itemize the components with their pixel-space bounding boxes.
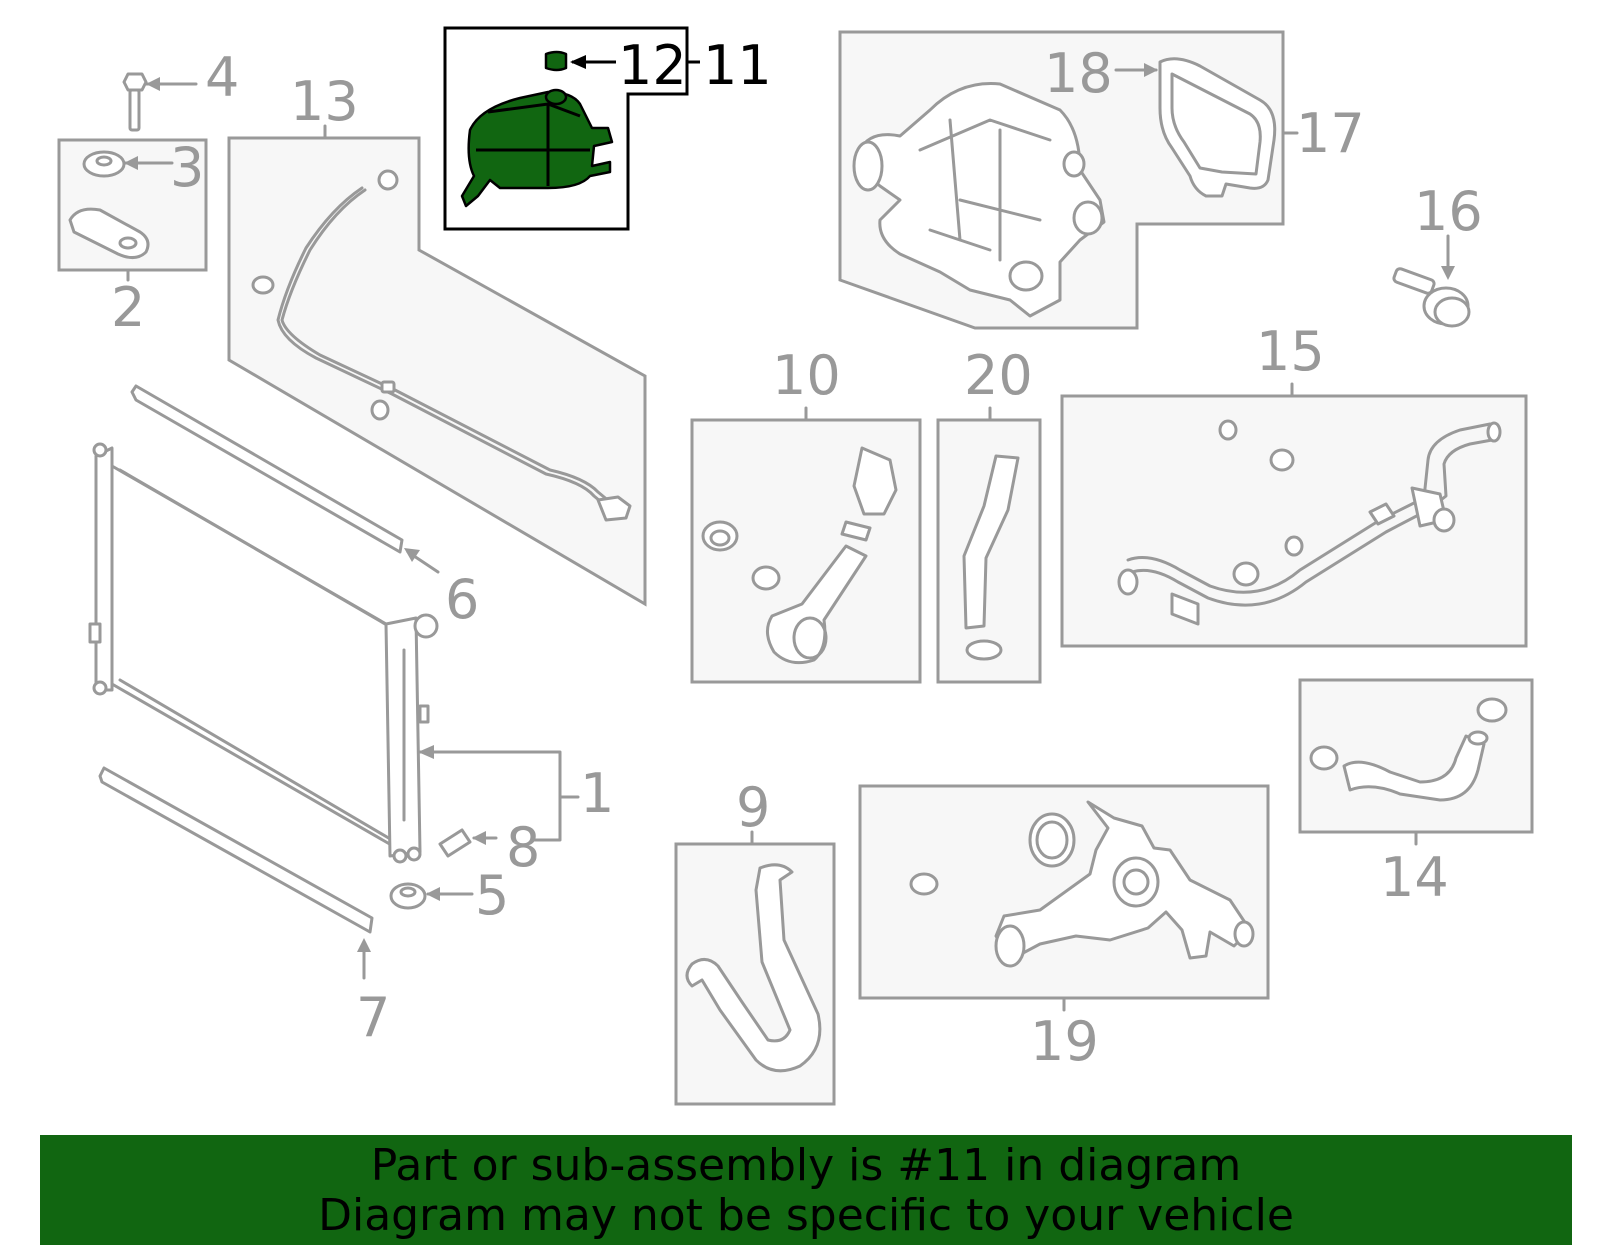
- part-group-14: [1298, 678, 1534, 846]
- info-banner: Part or sub-assembly is #11 in diagram D…: [40, 1135, 1572, 1245]
- callout-labels: 1 2 3 4 5 6 7 8 9 10 11 12 13 14 15 16 1…: [111, 34, 1483, 1073]
- callout-11: 11: [703, 34, 772, 97]
- callout-14: 14: [1380, 846, 1449, 909]
- part-group-11-12-highlighted: [443, 26, 700, 231]
- callout-3: 3: [170, 136, 204, 199]
- part-8-plug: [438, 828, 498, 858]
- part-group-17-18: [838, 30, 1299, 330]
- callout-2: 2: [111, 276, 145, 339]
- callout-20: 20: [964, 344, 1033, 407]
- part-4-bolt: [122, 72, 198, 132]
- callout-18: 18: [1044, 42, 1113, 105]
- part-group-10: [690, 406, 922, 684]
- part-7-strip: [98, 766, 374, 980]
- callout-10: 10: [772, 344, 841, 407]
- callout-1: 1: [580, 762, 614, 825]
- part-16-bolt: [1392, 234, 1471, 328]
- callout-19: 19: [1030, 1010, 1099, 1073]
- banner-line-2: Diagram may not be specific to your vehi…: [318, 1190, 1294, 1241]
- callout-6: 6: [445, 568, 479, 631]
- callout-7: 7: [356, 986, 390, 1049]
- part-6-strip: [130, 384, 440, 574]
- part-3-arrow: [122, 156, 174, 170]
- callout-15: 15: [1256, 320, 1325, 383]
- part-1-callout-bracket: [418, 745, 580, 842]
- callout-12: 12: [618, 34, 687, 97]
- part-group-13: [227, 124, 647, 607]
- part-group-15: [1060, 382, 1528, 648]
- banner-line-1: Part or sub-assembly is #11 in diagram: [370, 1140, 1242, 1191]
- callout-9: 9: [736, 776, 770, 839]
- callout-4: 4: [205, 46, 239, 109]
- part-group-19: [858, 784, 1270, 1012]
- callout-17: 17: [1296, 102, 1365, 165]
- callout-5: 5: [475, 864, 509, 927]
- callout-8: 8: [506, 816, 540, 879]
- part-group-20: [936, 406, 1042, 684]
- part-1-radiator: [88, 442, 439, 864]
- callout-16: 16: [1414, 180, 1483, 243]
- part-group-9: [674, 830, 836, 1106]
- part-5-mount: [389, 882, 474, 910]
- callout-13: 13: [290, 70, 359, 133]
